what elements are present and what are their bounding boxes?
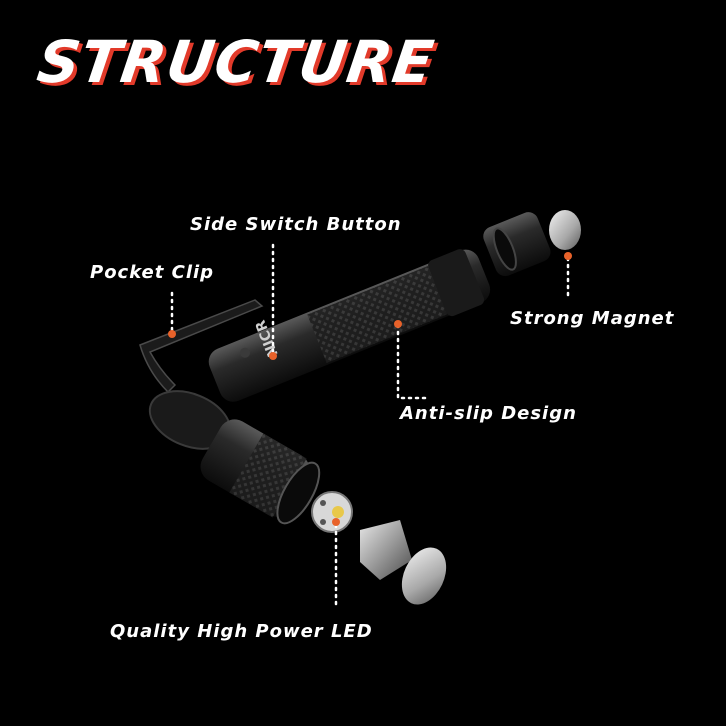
leader-lines [170,243,570,607]
label-side-switch-button: Side Switch Button [190,214,402,235]
tail-cap [483,212,551,277]
marker-pocket-clip [168,330,176,338]
label-anti-slip-design: Anti-slip Design [400,403,577,424]
magnet-disc [549,210,581,250]
markers [168,252,572,526]
tail-collar [428,249,485,317]
pocket-clip-shape [139,299,264,394]
flashlight-body: NICR [208,249,491,402]
knurled-grip [307,265,448,363]
marker-anti-slip [394,320,402,328]
label-quality-high-power-led: Quality High Power LED [110,621,373,642]
page-title: STRUCTURE [33,28,439,96]
label-strong-magnet: Strong Magnet [510,308,675,329]
marker-side-switch [269,352,277,360]
led-board [311,491,353,533]
reflector [360,520,412,580]
lens-housing [200,419,321,525]
label-pocket-clip: Pocket Clip [90,262,215,283]
marker-strong-magnet [564,252,572,260]
leader-anti-slip [396,323,432,400]
switch-bump [239,347,250,358]
glass-lens [401,547,447,605]
marker-led [332,518,340,526]
